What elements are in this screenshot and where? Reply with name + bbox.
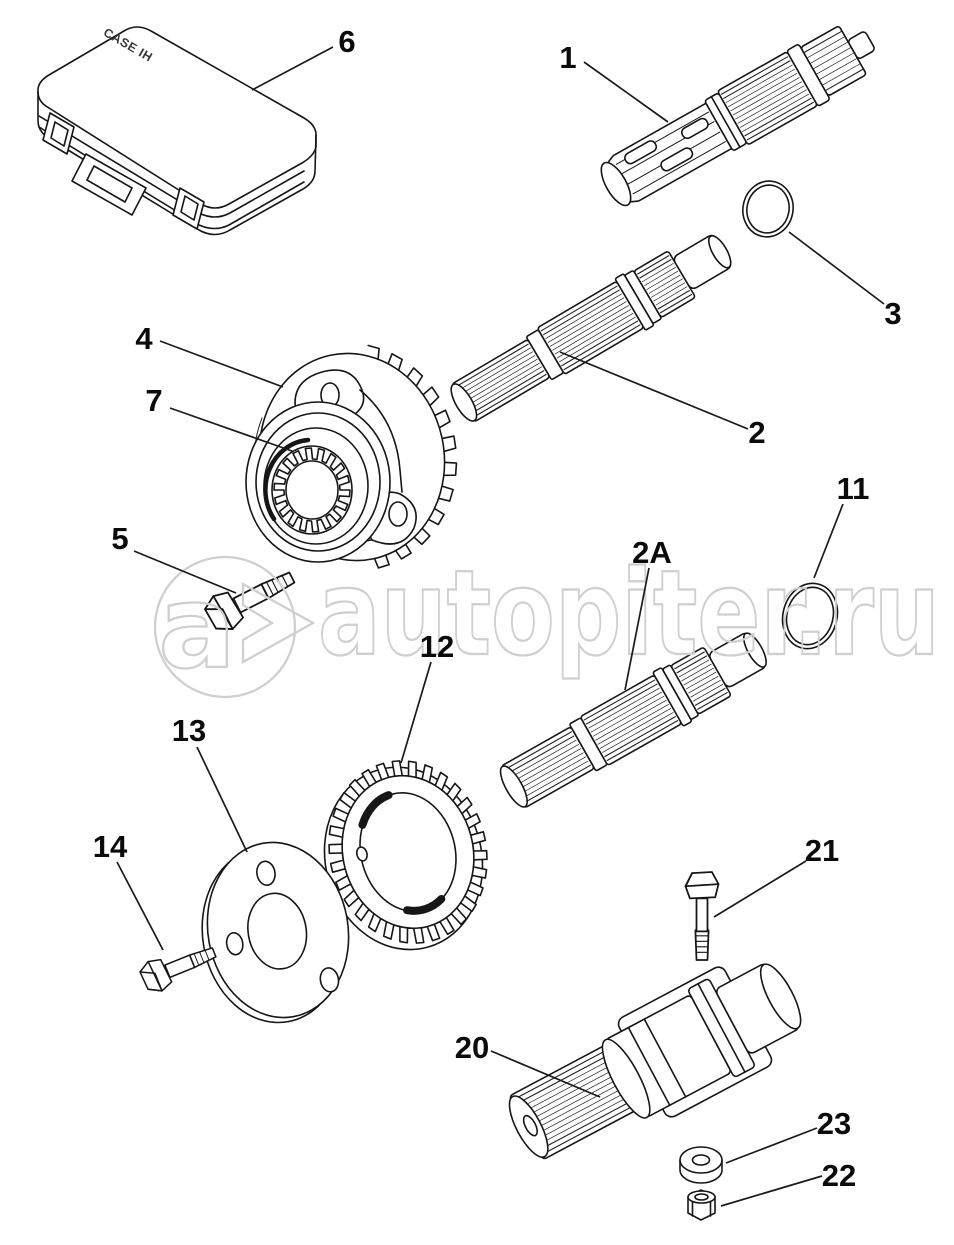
leader-4 — [159, 340, 284, 388]
watermark-text: autopiter.ru — [318, 544, 940, 682]
callout-label-7: 7 — [145, 383, 162, 418]
callout-labels: 1 2 2A 3 4 5 6 7 11 12 13 14 20 21 22 23 — [93, 24, 902, 1193]
part-flange-hub-4 — [245, 344, 458, 569]
part-bolt-21 — [684, 871, 720, 961]
leader-21 — [713, 860, 807, 918]
leader-20 — [490, 1050, 601, 1098]
callout-label-3: 3 — [884, 296, 901, 331]
watermark: a autopiter.ru — [153, 543, 941, 699]
part-bolt-14 — [139, 947, 217, 992]
callout-label-23: 23 — [817, 1106, 851, 1141]
leader-11 — [813, 503, 844, 579]
watermark-logo-chevron-icon — [241, 582, 316, 664]
leader-14 — [116, 861, 164, 951]
part-storage-case: CASE IH — [37, 25, 317, 236]
callout-label-22: 22 — [822, 1158, 856, 1193]
callout-label-20: 20 — [455, 1030, 489, 1065]
part-snap-ring-7 — [263, 437, 311, 522]
callout-label-5: 5 — [111, 521, 128, 556]
part-pto-shaft-1 — [600, 25, 875, 207]
part-plate-13 — [201, 841, 350, 1024]
leader-6 — [251, 46, 334, 91]
part-shaft-2 — [450, 234, 732, 422]
part-washer-23 — [679, 1146, 723, 1184]
leader-5 — [133, 550, 237, 594]
watermark-logo-letter: a — [158, 561, 236, 695]
leader-1 — [583, 61, 669, 123]
part-oring-3 — [742, 180, 794, 238]
part-ring-gear-12 — [323, 760, 488, 951]
part-nut-22 — [687, 1189, 716, 1221]
part-housing-body-20 — [601, 963, 802, 1119]
leader-2 — [559, 351, 749, 430]
leader-7 — [169, 407, 293, 452]
callout-label-2: 2 — [748, 415, 765, 450]
leader-23 — [725, 1127, 818, 1164]
leader-3 — [788, 231, 885, 305]
part-shaft-2a — [499, 632, 767, 808]
callout-label-6: 6 — [338, 24, 355, 59]
part-oring-11 — [781, 582, 839, 650]
leader-22 — [720, 1175, 823, 1207]
callout-label-11: 11 — [837, 471, 870, 506]
leader-lines — [116, 46, 885, 1207]
callout-label-13: 13 — [172, 713, 206, 748]
callout-label-12: 12 — [420, 629, 454, 664]
callout-label-4: 4 — [135, 321, 153, 356]
callout-label-14: 14 — [93, 829, 128, 864]
callout-label-21: 21 — [805, 833, 839, 868]
callout-label-2a: 2A — [632, 535, 672, 570]
leader-12 — [400, 661, 432, 764]
leader-2a — [624, 567, 650, 691]
callout-label-1: 1 — [559, 40, 576, 75]
watermark-logo-circle — [153, 555, 297, 699]
leader-13 — [196, 746, 248, 853]
